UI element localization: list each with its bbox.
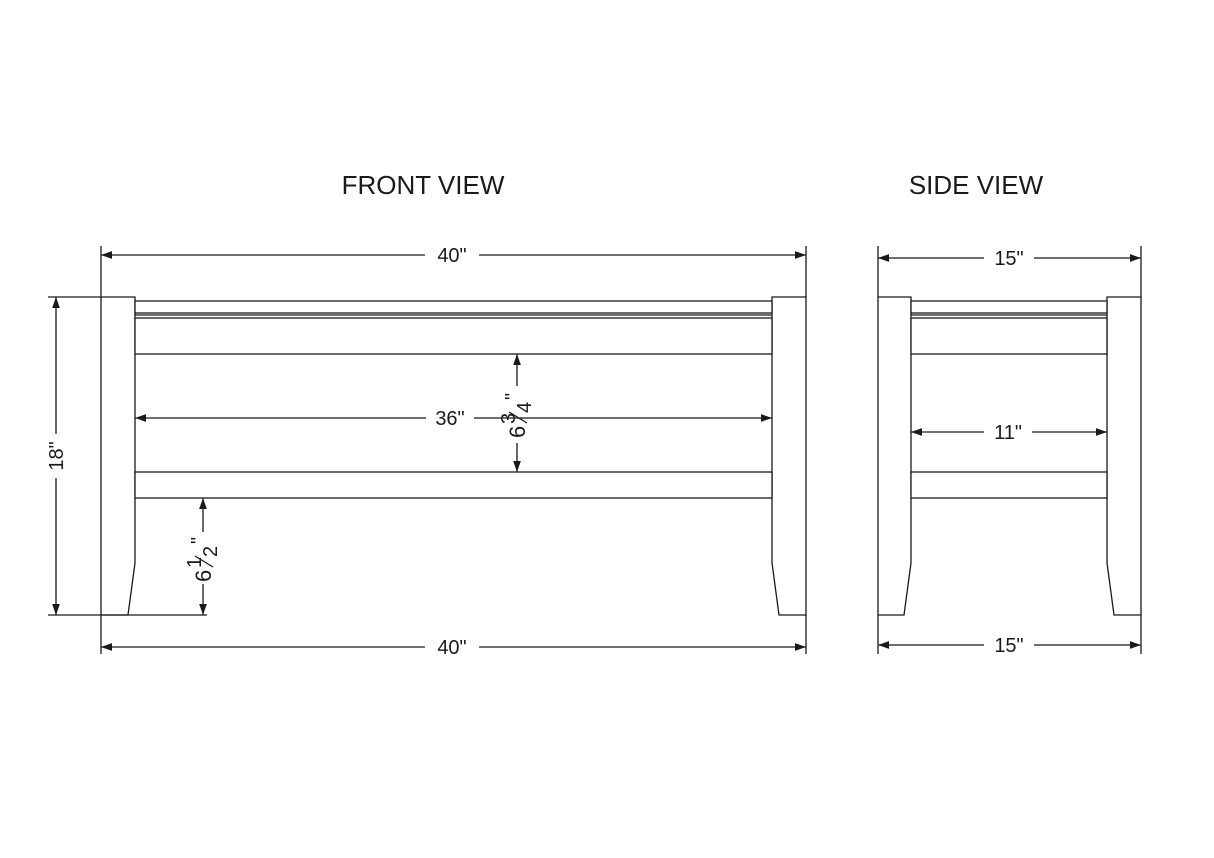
side-right-leg xyxy=(1106,296,1142,616)
front-left-leg xyxy=(100,296,136,616)
front-dim-width-top-label: 40" xyxy=(437,245,466,267)
svg-text:6: 6 xyxy=(505,426,530,438)
svg-text:": " xyxy=(188,537,210,544)
front-top-rail-upper xyxy=(134,300,773,314)
front-dim-clearance-label: 6 1 2 " xyxy=(184,537,222,582)
front-dim-height-label: 18" xyxy=(46,441,68,470)
front-view: FRONT VIEW 40" 40" 18" 36" xyxy=(46,170,807,659)
side-dim-depth-bottom-label: 15" xyxy=(994,635,1023,657)
svg-text:1: 1 xyxy=(184,557,206,568)
side-dim-depth-top-label: 15" xyxy=(994,248,1023,270)
front-lower-rail xyxy=(134,471,773,499)
svg-text:4: 4 xyxy=(514,402,536,413)
side-lower-rail xyxy=(910,471,1108,499)
side-view-title: SIDE VIEW xyxy=(909,170,1044,200)
front-view-title: FRONT VIEW xyxy=(342,170,505,200)
front-right-leg xyxy=(771,296,807,616)
front-top-rail-lower xyxy=(134,317,773,355)
front-dim-span-label: 36" xyxy=(435,408,464,430)
svg-text:6: 6 xyxy=(191,570,216,582)
svg-text:2: 2 xyxy=(200,546,222,557)
front-dim-rail-spacing-label: 6 3 4 " xyxy=(498,393,536,438)
side-top-rail-lower xyxy=(910,317,1108,355)
front-dim-width-bottom-label: 40" xyxy=(437,637,466,659)
side-left-leg xyxy=(877,296,912,616)
side-view: SIDE VIEW 15" 15" 11" xyxy=(877,170,1142,657)
side-top-rail-upper xyxy=(910,300,1108,314)
svg-text:3: 3 xyxy=(498,413,520,424)
svg-text:": " xyxy=(502,393,524,400)
side-dim-span-label: 11" xyxy=(994,422,1022,444)
